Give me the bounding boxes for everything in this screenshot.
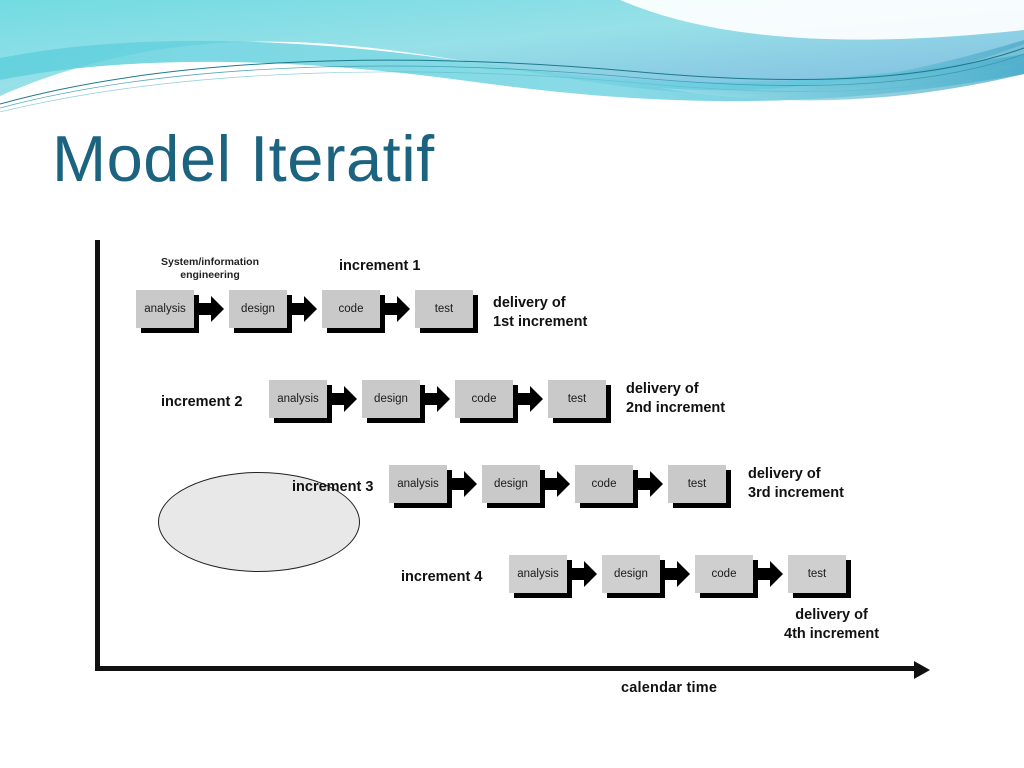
row1-arrow-2-icon <box>291 294 317 324</box>
row1-delivery-line1: delivery of <box>493 295 566 311</box>
row1-delivery-label: delivery of 1st increment <box>493 294 587 331</box>
row2-arrow-1-icon <box>331 384 357 414</box>
row2-phase-design: design <box>362 380 420 418</box>
row4-phase-code: code <box>695 555 753 593</box>
increment-2-label: increment 2 <box>161 394 243 410</box>
row1-phase-design: design <box>229 290 287 328</box>
axis-caption: calendar time <box>621 680 718 696</box>
row2-delivery-label: delivery of 2nd increment <box>626 380 725 417</box>
row2-phase-code: code <box>455 380 513 418</box>
page-title: Model Iteratif <box>52 122 435 195</box>
axis-horizontal <box>95 666 917 671</box>
slide-header-decoration <box>0 0 1024 112</box>
row3-delivery-line1: delivery of <box>748 466 821 482</box>
increment-4-label: increment 4 <box>401 569 483 585</box>
row1-arrow-3-icon <box>384 294 410 324</box>
row4-arrow-3-icon <box>757 559 783 589</box>
row3-phase-analysis: analysis <box>389 465 447 503</box>
row3-arrow-2-icon <box>544 469 570 499</box>
increment-3-label: increment 3 <box>292 479 374 495</box>
row4-delivery-line2: 4th increment <box>784 625 880 642</box>
row2-phase-test: test <box>548 380 606 418</box>
row2-arrow-2-icon <box>424 384 450 414</box>
row1-phase-analysis: analysis <box>136 290 194 328</box>
diagram-panel: calendar time System/information enginee… <box>48 218 976 710</box>
row4-delivery-label: delivery of 4th increment <box>784 606 879 643</box>
ellipse-label-line1: System/information <box>160 256 260 268</box>
row3-delivery-label: delivery of 3rd increment <box>748 465 844 502</box>
row4-phase-design: design <box>602 555 660 593</box>
row2-delivery-line2: 2nd increment <box>626 399 726 416</box>
row1-arrow-1-icon <box>198 294 224 324</box>
row4-phase-test: test <box>788 555 846 593</box>
increment-1-label: increment 1 <box>339 258 421 274</box>
system-information-engineering-ellipse <box>158 472 360 572</box>
row4-phase-analysis: analysis <box>509 555 567 593</box>
ellipse-label: System/information engineering <box>110 256 310 282</box>
row3-delivery-line2: 3rd increment <box>748 484 844 501</box>
row3-arrow-3-icon <box>637 469 663 499</box>
row3-arrow-1-icon <box>451 469 477 499</box>
row2-arrow-3-icon <box>517 384 543 414</box>
row1-phase-code: code <box>322 290 380 328</box>
row2-delivery-line1: delivery of <box>626 381 699 397</box>
row1-phase-test: test <box>415 290 473 328</box>
row2-phase-analysis: analysis <box>269 380 327 418</box>
row3-phase-code: code <box>575 465 633 503</box>
row4-arrow-1-icon <box>571 559 597 589</box>
axis-arrowhead-icon <box>914 661 930 679</box>
row1-delivery-line2: 1st increment <box>493 313 588 330</box>
row3-phase-test: test <box>668 465 726 503</box>
row3-phase-design: design <box>482 465 540 503</box>
ellipse-label-line2: engineering <box>180 269 240 282</box>
axis-vertical <box>95 240 100 670</box>
row4-arrow-2-icon <box>664 559 690 589</box>
row4-delivery-line1: delivery of <box>795 607 868 623</box>
